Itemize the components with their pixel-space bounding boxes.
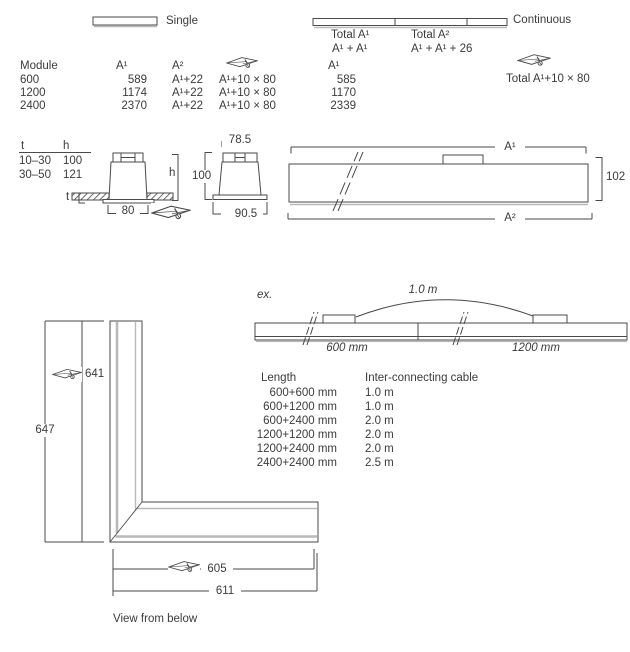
length-cell: 1200+2400 mm [256, 443, 337, 455]
total-a1-formula: A¹ + A¹ [332, 43, 368, 55]
cutout-cell: A¹+10 × 80 [219, 74, 276, 86]
length-cell: 600+1200 mm [263, 401, 337, 413]
total-a1-value: 2339 [330, 100, 356, 112]
module-cell: 2400 [20, 100, 46, 112]
module-cell: 1200 [20, 87, 46, 99]
total-a2-label: Total A² [411, 29, 450, 41]
example-label: ex. [257, 289, 273, 301]
dim-t-label: t [66, 191, 70, 203]
total-a1-label: Total A¹ [331, 29, 370, 41]
dim-102-label: 102 [606, 171, 626, 183]
cable-cell: 2.5 m [365, 457, 394, 469]
cutout-cell: A¹+10 × 80 [219, 87, 276, 99]
recess-h-cell: 100 [63, 155, 83, 167]
length-cell: 2400+2400 mm [256, 457, 337, 469]
total-cutout-label: Total A¹+10 × 80 [506, 73, 590, 85]
ceiling-cutout-icon [151, 203, 191, 223]
length-cell: 1200+1200 mm [256, 429, 337, 441]
single-bar-drawing [92, 16, 158, 28]
dim-641-label: 641 [83, 368, 107, 381]
dim-605-label: 605 [201, 563, 233, 576]
length-cell: 600+600 mm [269, 387, 337, 399]
a2-cell: A¹+22 [172, 87, 204, 99]
cable-table-header-length: Length [261, 372, 297, 384]
a1-cell: 2370 [121, 100, 147, 112]
cable-cell: 2.0 m [365, 415, 394, 427]
left-module-label: 600 mm [326, 342, 368, 354]
recessed-section-drawing [71, 152, 179, 214]
total-a1-value: 585 [336, 74, 356, 86]
cable-cell: 2.0 m [365, 429, 394, 441]
right-module-label: 1200 mm [512, 342, 560, 354]
recess-table-header-t: t [21, 140, 25, 152]
module-table-header-a1: A¹ [116, 60, 128, 72]
dim-611-label: 611 [209, 585, 241, 598]
ceiling-cutout-icon [52, 367, 82, 382]
a1-cell: 1174 [122, 87, 147, 99]
ceiling-cutout-icon [226, 55, 258, 71]
total-a2-formula: A¹ + A¹ + 26 [411, 43, 473, 55]
total-a1-value: 1170 [331, 87, 356, 99]
elevation-drawing [287, 146, 603, 220]
cable-cell: 2.0 m [365, 443, 394, 455]
corner-frame-drawing [44, 320, 319, 596]
recess-t-cell: 10–30 [19, 155, 51, 167]
recess-t-cell: 30–50 [19, 169, 51, 181]
module-table-header-a2: A² [172, 60, 184, 72]
a2-cell: A¹+22 [172, 100, 204, 112]
recess-h-cell: 121 [63, 169, 83, 181]
ceiling-cutout-icon [517, 52, 551, 69]
cable-cell: 1.0 m [365, 401, 394, 413]
a2-cell: A¹+22 [172, 74, 204, 86]
view-caption: View from below [113, 613, 198, 625]
dim-78-5-label: 78.5 [222, 134, 258, 147]
module-cell: 600 [20, 74, 40, 86]
cable-example-drawing [254, 299, 628, 346]
continuous-table-header-a1: A¹ [328, 60, 340, 72]
length-cell: 600+2400 mm [263, 415, 337, 427]
dim-h-label: h [169, 167, 176, 179]
cable-cell: 1.0 m [365, 387, 394, 399]
continuous-label: Continuous [513, 14, 572, 26]
module-table-header-module: Module [20, 60, 58, 72]
recess-table-header-h: h [63, 140, 70, 152]
dim-a2-label: A² [495, 212, 525, 225]
cutout-cell: A¹+10 × 80 [219, 100, 276, 112]
cable-length-label: 1.0 m [408, 284, 438, 296]
dim-100-label: 100 [190, 170, 214, 183]
dim-90-5-label: 90.5 [229, 208, 263, 221]
ceiling-cutout-icon [168, 559, 200, 575]
cable-table-header-cable: Inter-connecting cable [365, 372, 479, 384]
dim-647-label: 647 [29, 424, 61, 437]
profile-section-drawing [204, 140, 268, 215]
continuous-bar-drawing [312, 18, 508, 29]
dim-80-label: 80 [121, 205, 135, 217]
dim-a1-label: A¹ [495, 141, 525, 154]
single-label: Single [166, 15, 198, 27]
a1-cell: 589 [127, 74, 147, 86]
